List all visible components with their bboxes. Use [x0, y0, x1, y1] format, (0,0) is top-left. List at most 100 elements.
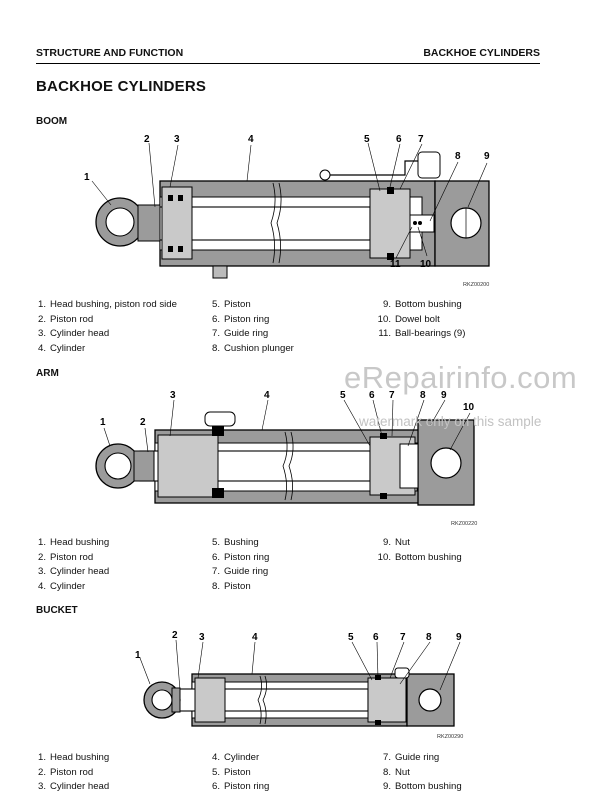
arm-legend-item: 4. Cylinder: [30, 580, 109, 595]
boom-legend-label: Cylinder: [50, 342, 86, 354]
boom-legend-item: 7. Guide ring: [204, 327, 294, 342]
boom-callout-7: 7: [418, 134, 424, 145]
bucket-legend-number: 4.: [211, 752, 220, 763]
boom-legend-item: 2.Piston rod: [30, 313, 177, 328]
boom-legend-item: 4. Cylinder: [30, 342, 177, 357]
boom-figure-code: RKZ00200: [463, 282, 490, 288]
boom-legend-item: 5. Piston: [204, 298, 294, 313]
arm-legend-label: Piston rod: [50, 551, 94, 563]
arm-legend-label: Piston: [224, 580, 251, 592]
arm-callout-3: 3: [170, 390, 176, 401]
arm-legend-label: Head bushing: [50, 537, 110, 548]
arm-legend-item: 7.Guide ring: [204, 565, 269, 580]
boom-legend-number: 6.: [211, 313, 220, 325]
boom-callout-8: 8: [455, 151, 461, 162]
arm-legend-label: Nut: [395, 537, 410, 548]
boom-legend-item: 1. Head bushing, piston rod side: [30, 298, 177, 313]
boom-legend-number: 4.: [37, 342, 46, 354]
boom-legend-label: Guide ring: [224, 328, 269, 340]
arm-legend-number: 5.: [211, 537, 220, 548]
arm-legend-number: 4.: [37, 580, 46, 592]
header-left: STRUCTURE AND FUNCTION: [36, 47, 184, 59]
boom-legend-number: 7.: [211, 328, 220, 340]
bucket-legend-number: 7.: [382, 752, 391, 763]
section-label-boom: BOOM: [36, 116, 68, 127]
bucket-callout-7: 7: [400, 632, 406, 643]
bucket-legend-item: 3.Cylinder head: [30, 780, 109, 795]
bucket-callout-2: 2: [172, 630, 178, 641]
watermark-subtext: watermark only on this sample: [359, 414, 542, 429]
section-label-bucket: BUCKET: [36, 605, 78, 616]
boom-legend-number: 10.: [377, 313, 391, 325]
arm-legend-label: Cylinder: [50, 580, 86, 592]
arm-legend-number: 2.: [37, 551, 46, 563]
bucket-legend-number: 5.: [211, 766, 220, 778]
boom-cylinder-diagram: 1 2 3 4 5 6 7 8 9 10 11: [84, 134, 490, 279]
boom-legend-label: Cylinder head: [50, 328, 110, 340]
boom-callout-11: 11: [390, 259, 401, 270]
boom-legend-item: 8.Cushion plunger: [204, 342, 294, 357]
bucket-legend-label: Piston rod: [50, 766, 94, 778]
boom-legend-label: Head bushing, piston rod side: [50, 299, 177, 310]
boom-legend-item: 3. Cylinder head: [30, 327, 177, 342]
bucket-legend-label: Guide ring: [395, 752, 440, 763]
boom-legend-item: 10.Dowel bolt: [375, 313, 465, 328]
arm-legend-item: 10.Bottom bushing: [375, 551, 462, 566]
bucket-legend-item: 1.Head bushing: [30, 751, 109, 766]
arm-callout-5: 5: [340, 390, 346, 401]
boom-callout-10: 10: [420, 259, 432, 270]
boom-legend-number: 11.: [378, 328, 391, 340]
bucket-legend-label: Piston: [224, 766, 251, 778]
bucket-legend-item: 6.Piston ring: [204, 780, 269, 795]
bucket-legend-number: 8.: [382, 766, 391, 778]
arm-callout-2: 2: [140, 417, 146, 428]
bucket-callout-6: 6: [373, 632, 379, 643]
bucket-legend-number: 2.: [37, 766, 46, 778]
boom-legend-item: 9. Bottom bushing: [375, 298, 465, 313]
bucket-callout-3: 3: [199, 632, 205, 643]
bucket-legend-label: Piston ring: [224, 781, 270, 793]
boom-legend-item: 6. Piston ring: [204, 313, 294, 328]
boom-legend-item: 11.Ball-bearings (9): [375, 327, 465, 342]
bucket-callout-4: 4: [252, 632, 258, 643]
arm-callout-1: 1: [100, 417, 106, 428]
bucket-callout-5: 5: [348, 632, 354, 643]
bucket-legend-number: 9.: [382, 781, 391, 793]
arm-legend-item: 6. Piston ring: [204, 551, 269, 566]
bucket-legend-label: Cylinder head: [50, 781, 110, 793]
boom-legend-label: Piston: [224, 299, 251, 310]
boom-legend-number: 1.: [37, 299, 46, 310]
bucket-legend-label: Cylinder: [224, 752, 260, 763]
bucket-legend-item: 5. Piston: [204, 766, 269, 781]
boom-legend-number: 5.: [211, 299, 220, 310]
arm-legend-item: 3.Cylinder head: [30, 565, 109, 580]
boom-legend-number: 3.: [37, 328, 46, 340]
arm-legend-label: Piston ring: [224, 551, 270, 563]
arm-legend-number: 6.: [211, 551, 220, 563]
bucket-legend-column: 4. Cylinder 5. Piston 6.Piston ring: [204, 751, 269, 795]
bucket-figure-code: RKZ00290: [437, 734, 464, 740]
bucket-legend-label: Nut: [395, 766, 410, 778]
arm-legend-number: 10.: [377, 551, 391, 563]
arm-legend-item: 1.Head bushing: [30, 536, 109, 551]
boom-callout-1: 1: [84, 172, 90, 183]
boom-callout-3: 3: [174, 134, 180, 145]
boom-legend-number: 8.: [211, 342, 220, 354]
arm-legend-number: 7.: [211, 566, 220, 578]
header-right: BACKHOE CYLINDERS: [423, 47, 540, 59]
boom-legend-number: 9.: [382, 299, 391, 310]
arm-callout-10: 10: [463, 402, 475, 413]
watermark-text: eRepairinfo.com: [344, 360, 578, 395]
boom-legend-label: Piston rod: [50, 313, 94, 325]
arm-callout-7: 7: [389, 390, 395, 401]
boom-legend-label: Piston ring: [224, 313, 270, 325]
boom-legend-column: 5. Piston 6. Piston ring 7. Guide ring 8.Cushi…: [204, 298, 294, 356]
arm-legend-item: 2. Piston rod: [30, 551, 109, 566]
bucket-legend-item: 8. Nut: [375, 766, 462, 781]
boom-legend-label: Bottom bushing: [395, 299, 462, 310]
